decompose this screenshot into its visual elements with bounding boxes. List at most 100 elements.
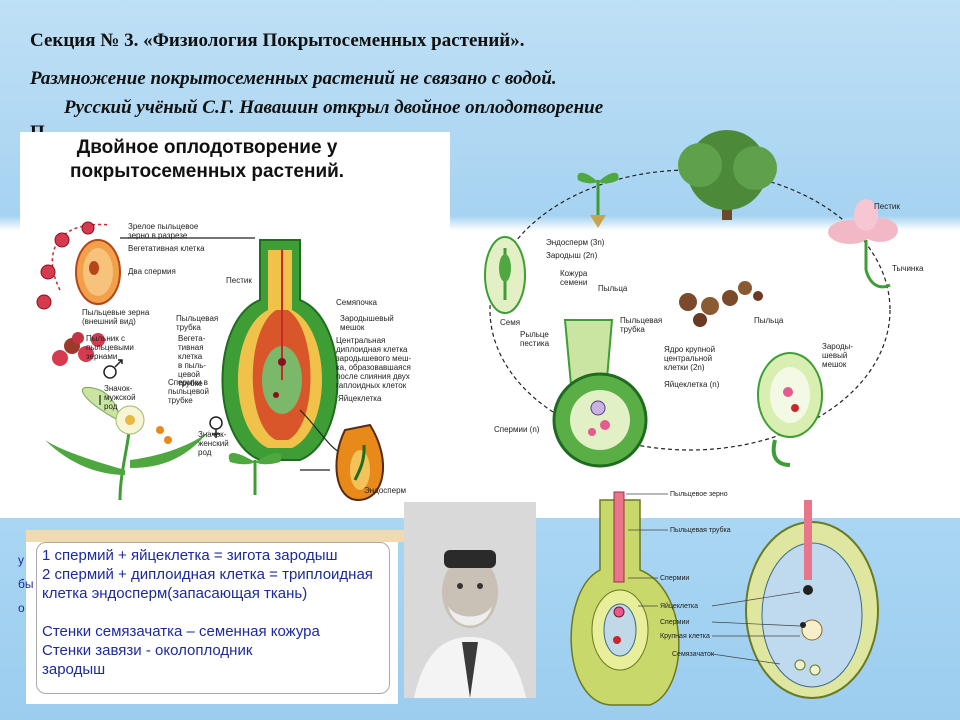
flower-right (828, 199, 898, 289)
pollen-cluster (679, 281, 763, 327)
lbl-r-seed: Семя (500, 318, 521, 327)
lbl-r-pollen: Пыльца (754, 316, 784, 325)
seedling-left (228, 453, 282, 495)
strip-band (26, 530, 404, 542)
ovule-diagram-left (570, 491, 680, 706)
lbl-stamens2: пыльцевыми (86, 343, 134, 352)
pistil-right (552, 319, 648, 468)
left-diagram-title: Двойное оплодотворение у покрытосеменных… (70, 136, 344, 184)
lbl-br-egg: Яйцеклетка (660, 603, 698, 610)
lbl-veg-nucleus: Вегета- (178, 334, 206, 343)
eq-line4: Стенки семязачатка – семенная кожура (42, 623, 320, 640)
lbl-veg-cell: Вегетативная клетка (128, 244, 205, 253)
lbl-r-pollen-tube2: трубка (620, 325, 645, 334)
navashin-portrait (404, 502, 536, 698)
eq-line3: клетка эндосперм(запасающая ткань) (42, 585, 308, 602)
lbl-veg-nucleus5: цевой (178, 370, 201, 379)
lbl-embryo-sac: Зародышевый (340, 314, 394, 323)
navashin-line: Русский учёный С.Г. Навашин открыл двойн… (64, 97, 604, 118)
lbl-central-cell4: ка, образовавшаяся (336, 363, 411, 372)
lbl-r-pollen-tube: Пыльцевая (620, 316, 663, 325)
strip-letter-a: у (18, 553, 24, 567)
lbl-r-stigma2: пестика (520, 339, 550, 348)
eq-line6: зародыш (42, 661, 106, 678)
left-title-line1: Двойное оплодотворение у (76, 137, 338, 158)
embryo-sac-right (757, 352, 823, 467)
flowering-plant (45, 386, 210, 501)
anther-cluster (52, 332, 105, 366)
arrows-left (99, 237, 346, 471)
gender-signs (103, 359, 223, 438)
lbl-pistil-left: Пестик (226, 276, 252, 285)
lbl-r-stigma: Рыльце (520, 330, 549, 339)
seedling-right (577, 172, 619, 228)
lbl-sperm-in-tube3: трубке (168, 396, 193, 405)
lbl-veg-nucleus3: клетка (178, 352, 203, 361)
lbl-sperm-in-tube: Спермии в (168, 378, 208, 387)
equations-bubble (36, 542, 390, 694)
lbl-male-sign2: мужской (104, 393, 136, 402)
lbl-veg-nucleus2: тивная (178, 343, 204, 352)
lbl-br-sperm2: Спермии (660, 619, 690, 626)
lbl-br-pollen-grain: Пыльцевое зерно (670, 491, 728, 498)
pollen-chain (36, 221, 111, 310)
lbl-veg-nucleus6: трубке (178, 379, 203, 388)
lbl-r-embryo: Зародыш (2n) (546, 251, 598, 260)
equations-panel (26, 534, 398, 704)
lbl-br-sperm: Спермии (660, 575, 690, 582)
lbl-stamens: Пыльник с (86, 334, 125, 343)
lbl-central-cell6: гаплоидных клеток (336, 381, 407, 390)
lbl-r-embryo-sac2: шевый (822, 351, 848, 360)
lbl-br-large-cell: Крупная клетка (660, 633, 710, 640)
lbl-r-endosperm: Эндосперм (3n) (546, 238, 605, 247)
lbl-r-egg: Яйцеклетка (n) (664, 380, 720, 389)
seed-right (484, 236, 526, 314)
lbl-two-sperm: Два спермия (128, 267, 176, 276)
lbl-male-sign3: род (104, 402, 118, 411)
pollen-grain-section (75, 239, 121, 305)
lbl-stamens3: зернами (86, 352, 118, 361)
strip-letter-b: бы (18, 577, 34, 591)
lbl-central-cell5: после слияния двух (336, 372, 410, 381)
lbl-r-pollen-top: Пыльца (598, 284, 628, 293)
eq-line2: 2 спермий + диплоидная клетка = триплоид… (42, 566, 373, 583)
lbl-r-stamen: Тычинка (892, 264, 924, 273)
lbl-mature-pollen2: зерно в разрезе (128, 231, 188, 240)
lbl-female-sign3: род (198, 448, 212, 457)
lbl-central-cell2: диплоидная клетка (336, 345, 408, 354)
section-title: Секция № 3. «Физиология Покрытосеменных … (30, 30, 525, 51)
lbl-ovule: Семяпочка (336, 298, 377, 307)
lbl-embryo-sac2: мешок (340, 323, 365, 332)
lbl-female-sign: Значок- (198, 430, 227, 439)
endosperm-seed (335, 423, 384, 502)
lbl-sperm-in-tube2: пыльцевой (168, 387, 209, 396)
lbl-r-central-nucleus2: центральной (664, 354, 713, 363)
lbl-r-embryo-sac3: мешок (822, 360, 847, 369)
lbl-mature-pollen: Зрелое пыльцевое (128, 222, 199, 231)
portrait-drawing (404, 502, 536, 698)
lbl-pollen-tube2: трубка (176, 323, 201, 332)
lbl-egg-left: Яйцеклетка (338, 394, 382, 403)
lbl-r-central-nucleus: Ядро крупной (664, 345, 716, 354)
lbl-r-seed-coat2: семени (560, 278, 588, 287)
subtitle-line: Размножение покрытосеменных растений не … (30, 68, 557, 89)
lbl-pollen-grains: Пыльцевые зерна (82, 308, 150, 317)
strip-letter-c: о (18, 601, 25, 615)
lbl-external-view: (внешний вид) (82, 317, 136, 326)
eq-line5: Стенки завязи - околоплодник (42, 642, 253, 659)
lbl-br-pollen-tube: Пыльцевая трубка (670, 527, 731, 534)
lbl-pollen-tube: Пыльцевая (176, 314, 219, 323)
eq-line1: 1 спермий + яйцеклетка = зигота зародыш (42, 547, 338, 564)
left-title-line2: покрытосеменных растений. (70, 161, 345, 182)
lbl-central-cell3: зародышевого меш- (336, 354, 412, 363)
right-diagram-panel (450, 132, 928, 474)
lbl-central-cell: Центральная (336, 336, 386, 345)
lbl-r-central-nucleus3: клетки (2n) (664, 363, 705, 372)
lbl-r-pistil: Пестик (874, 202, 900, 211)
lbl-r-seed-coat: Кожура (560, 269, 588, 278)
lbl-male-sign: Значок- (104, 384, 133, 393)
pistil-section (221, 239, 339, 461)
tree (678, 130, 777, 220)
lbl-endosperm-left: Эндосперм (364, 486, 407, 495)
